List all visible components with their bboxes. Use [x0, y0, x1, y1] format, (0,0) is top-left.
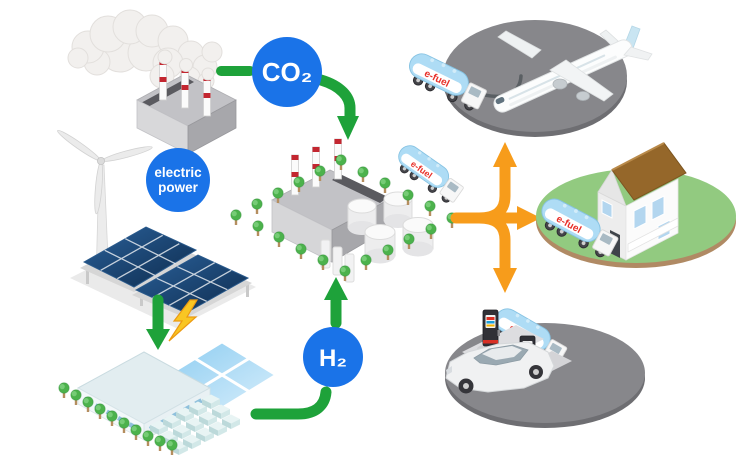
chimney-icon: [203, 75, 211, 117]
gas-station-scene: [445, 304, 645, 428]
synthesis-plant: [230, 138, 468, 283]
plant-roof-stripe: [332, 174, 388, 203]
chimney-icon: [181, 67, 189, 109]
smoke-puffs: [157, 49, 215, 81]
h2-text: H₂: [319, 345, 347, 372]
house-balcony: [627, 217, 679, 253]
airplane: [493, 25, 653, 113]
engine: [552, 78, 568, 90]
electric-power-text-line1: electric: [154, 165, 202, 180]
wing: [549, 59, 614, 102]
turbine-blade-icon: [55, 127, 103, 164]
airplane-scene: [401, 20, 653, 137]
engine: [576, 91, 590, 101]
chimney-icon: [159, 59, 167, 101]
factory-wall-right: [187, 99, 237, 155]
h2-label: H₂: [303, 327, 363, 387]
lightning-icon: [168, 299, 199, 342]
airport-platform: [443, 20, 627, 132]
co2-flow-arrow: [216, 66, 359, 140]
factory: [67, 9, 237, 155]
chimney-icon: [291, 154, 299, 196]
car: [445, 341, 555, 394]
electric-power-text-line2: power: [158, 180, 199, 195]
co2-label: CO₂: [252, 37, 322, 107]
electrolysis-plant: [58, 340, 279, 456]
electric-power-label: electric power: [146, 148, 210, 212]
turbine-blade-icon: [100, 143, 154, 165]
smoke-cloud: [67, 9, 223, 90]
house-gable: [597, 169, 627, 207]
cockpit-window: [495, 97, 505, 105]
electricity-arrow: [146, 294, 170, 350]
house-scene: [533, 142, 736, 268]
distribution-arrows: [450, 142, 541, 293]
fuel-pump: [482, 309, 501, 347]
h2-flow-arrow: [250, 277, 348, 420]
co2-text: CO₂: [262, 57, 313, 87]
